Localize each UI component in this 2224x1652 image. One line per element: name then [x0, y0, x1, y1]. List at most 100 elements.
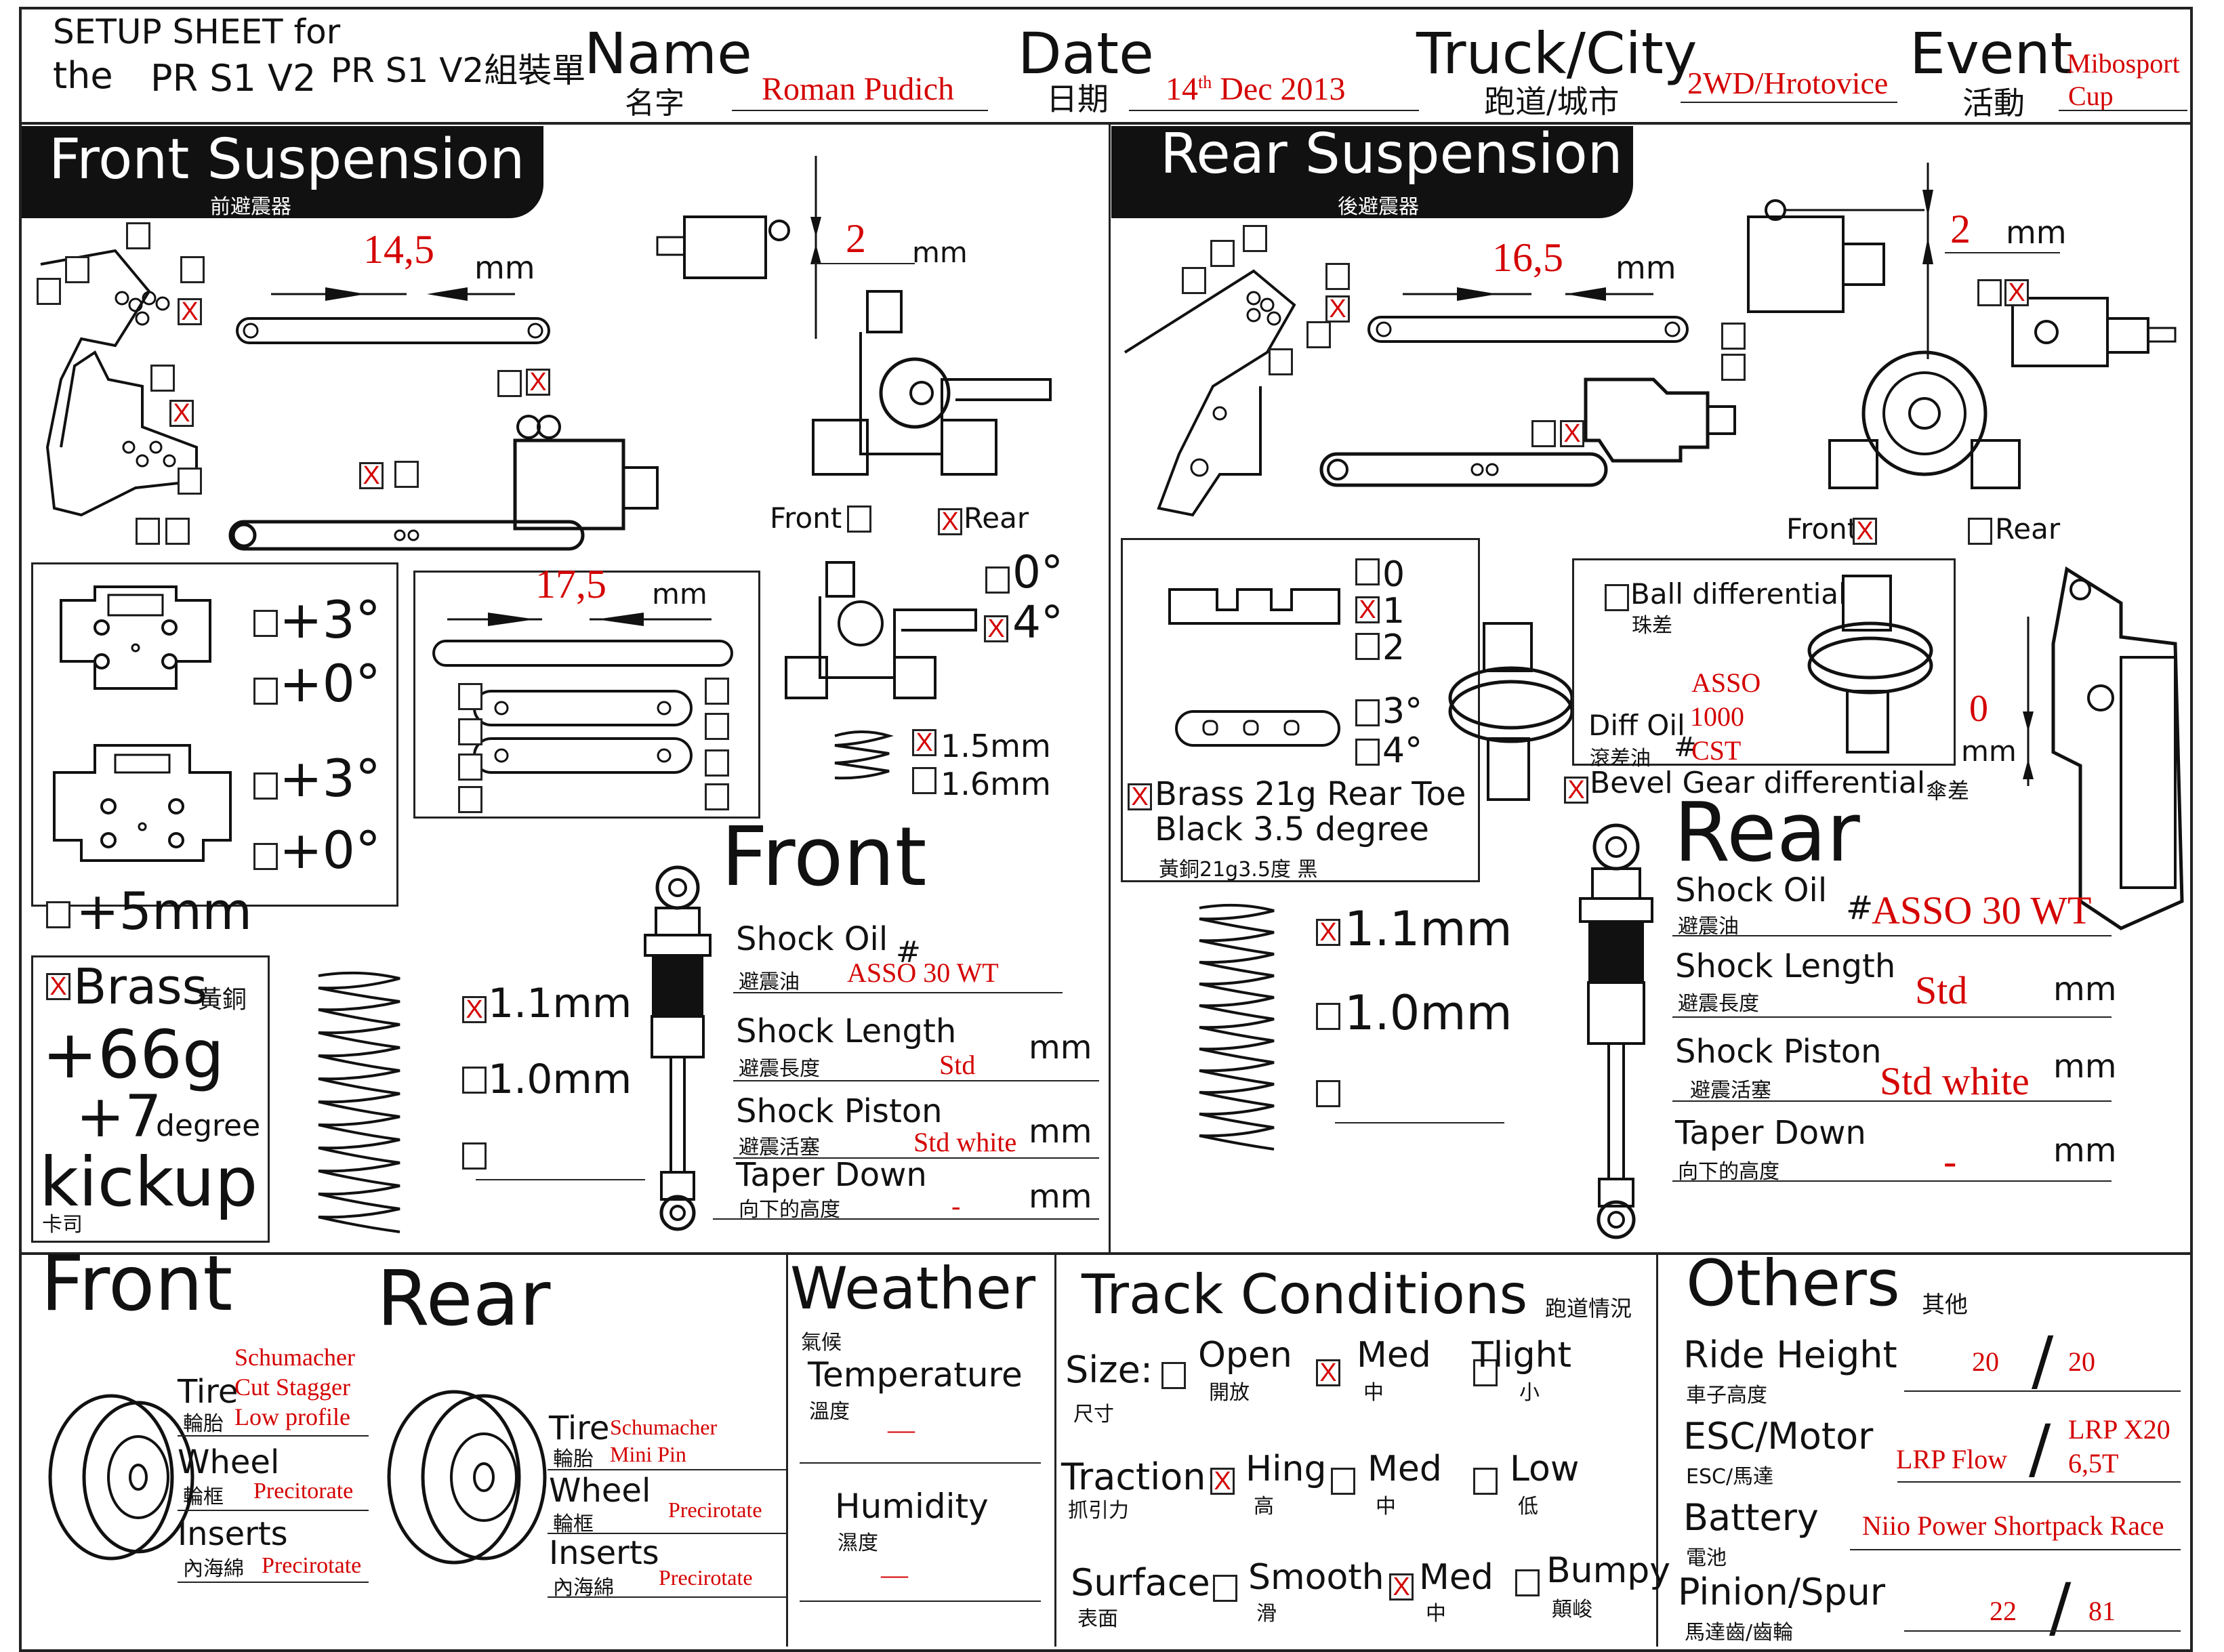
rear-toe-3-checkbox[interactable]	[1355, 699, 1380, 726]
rear-ball-diff-checkbox[interactable]	[1605, 584, 1629, 611]
rear-tower-hole-checkbox-2[interactable]	[1182, 267, 1206, 294]
ride-height-rear-value[interactable]: 20	[2068, 1346, 2095, 1377]
front-shock-oil-value[interactable]: ASSO 30 WT	[847, 957, 999, 988]
track-size-tight-checkbox[interactable]	[1473, 1359, 1498, 1386]
front-toe-checkbox-2[interactable]	[253, 678, 278, 705]
rear-tire-value-2[interactable]: Mini Pin	[610, 1442, 686, 1466]
rear-arm-pin-checkbox-selected[interactable]: X	[1560, 420, 1584, 447]
motor-value-1[interactable]: LRP X20	[2068, 1414, 2170, 1445]
front-tower-hole-checkbox-5[interactable]	[150, 365, 175, 392]
front-steer-hole-checkbox-2[interactable]	[458, 718, 482, 745]
pinion-value[interactable]: 22	[1990, 1596, 2017, 1626]
front-tower-hole-checkbox-selected[interactable]: X	[178, 298, 202, 325]
rear-tower-hole-checkbox-5[interactable]	[1306, 321, 1331, 348]
front-inserts-value[interactable]: Precirotate	[262, 1553, 362, 1578]
truck-value[interactable]: 2WD/Hrotovice	[1687, 66, 1889, 100]
rear-hub-front-checkbox[interactable]: X	[1853, 518, 1877, 545]
front-brass-checkbox[interactable]: X	[46, 973, 70, 1000]
rear-spring-10-checkbox[interactable]	[1316, 1003, 1340, 1030]
rear-inserts-value[interactable]: Precirotate	[659, 1565, 753, 1590]
front-arm-top-checkbox-1[interactable]	[497, 370, 522, 397]
front-tower-hole-checkbox-3[interactable]	[126, 222, 150, 249]
humidity-value[interactable]: —	[881, 1559, 908, 1590]
rear-shock-length-value[interactable]: Std	[1915, 968, 1968, 1012]
front-spring-custom-checkbox[interactable]	[462, 1142, 487, 1170]
front-arm-pin-checkbox-selected[interactable]: X	[359, 462, 384, 489]
rear-tower-hole-checkbox-4[interactable]	[1325, 263, 1350, 290]
track-surface-med-checkbox[interactable]: X	[1389, 1573, 1414, 1601]
track-surface-bumpy-checkbox[interactable]	[1515, 1569, 1540, 1596]
front-steer-hole-checkbox-1[interactable]	[458, 683, 482, 710]
motor-value-2[interactable]: 6,5T	[2068, 1448, 2119, 1479]
front-steer-hole-checkbox-5[interactable]	[705, 678, 729, 705]
rear-camber-link-length[interactable]: 16,5	[1492, 235, 1563, 280]
rear-camber-gap-value[interactable]: 2	[1950, 207, 1971, 251]
spur-value[interactable]: 81	[2088, 1596, 2116, 1626]
front-tire-value-2[interactable]: Cut Stagger	[234, 1374, 350, 1401]
front-upright-front-checkbox[interactable]	[847, 505, 871, 533]
rear-diff-oil-value-1[interactable]: ASSO	[1691, 667, 1761, 698]
front-tower-low-checkbox-2[interactable]	[136, 518, 160, 545]
front-taper-value[interactable]: -	[951, 1191, 961, 1221]
rear-tire-value-1[interactable]: Schumacher	[610, 1415, 718, 1439]
front-upright-rear-checkbox[interactable]: X	[938, 508, 962, 535]
rear-arm-pin-checkbox-1[interactable]	[1531, 420, 1556, 447]
front-wheel-value[interactable]: Precitorate	[253, 1479, 354, 1504]
ride-height-front-value[interactable]: 20	[1972, 1346, 1999, 1377]
front-spring-10-checkbox[interactable]	[462, 1067, 487, 1094]
front-camber-gap-value[interactable]: 2	[846, 216, 866, 261]
rear-upright-checkbox-selected[interactable]: X	[2004, 279, 2029, 306]
rear-taper-value[interactable]: -	[1943, 1139, 1957, 1183]
rear-bevel-diff-checkbox[interactable]: X	[1564, 777, 1588, 804]
esc-value[interactable]: LRP Flow	[1896, 1444, 2008, 1474]
front-shock-piston-value[interactable]: Std white	[913, 1127, 1017, 1157]
front-tower-low-checkbox-1[interactable]	[178, 468, 202, 495]
track-size-med-checkbox[interactable]: X	[1316, 1359, 1340, 1386]
front-spring-11-checkbox[interactable]: X	[462, 996, 487, 1023]
front-toe-checkbox-3[interactable]	[253, 772, 278, 800]
battery-value[interactable]: Niio Power Shortpack Race	[1862, 1510, 2164, 1541]
rear-diff-oil-value-2[interactable]: 1000	[1690, 701, 1744, 732]
rear-tower-hole-checkbox-1[interactable]	[1210, 240, 1235, 267]
front-caster-4-checkbox[interactable]: X	[984, 615, 1008, 642]
rear-toe-1-checkbox[interactable]: X	[1355, 596, 1380, 623]
front-steer-hole-checkbox-4[interactable]	[458, 786, 482, 813]
rear-toe-0-checkbox[interactable]	[1355, 558, 1380, 585]
track-traction-low-checkbox[interactable]	[1473, 1468, 1498, 1495]
rear-brass-toe-checkbox[interactable]: X	[1128, 783, 1152, 810]
track-size-open-checkbox[interactable]	[1161, 1362, 1186, 1389]
front-tower-low-checkbox-3[interactable]	[165, 518, 190, 545]
name-value[interactable]: Roman Pudich	[762, 71, 954, 107]
rear-spring-custom-checkbox[interactable]	[1316, 1080, 1340, 1107]
rear-carrier-checkbox-2[interactable]	[1721, 354, 1746, 381]
rear-tower-hole-checkbox-3[interactable]	[1243, 225, 1267, 252]
track-traction-hing-checkbox[interactable]: X	[1210, 1468, 1235, 1495]
front-steering-length[interactable]: 17,5	[535, 562, 606, 606]
event-value-line2[interactable]: Cup	[2068, 81, 2114, 111]
rear-hub-rear-checkbox[interactable]	[1968, 518, 1992, 545]
front-spring-16-checkbox[interactable]	[912, 767, 936, 794]
front-tire-value-3[interactable]: Low profile	[234, 1403, 350, 1430]
rear-carrier-checkbox-1[interactable]	[1721, 323, 1746, 350]
front-steer-hole-checkbox-7[interactable]	[705, 749, 729, 777]
rear-shock-oil-value[interactable]: ASSO 30 WT	[1872, 888, 2092, 932]
front-tower-hole-checkbox-4[interactable]	[180, 256, 205, 283]
front-arm-pin-checkbox-1[interactable]	[394, 461, 419, 488]
front-tire-value-1[interactable]: Schumacher	[234, 1344, 355, 1371]
rear-upright-checkbox-1[interactable]	[1977, 279, 2002, 306]
rear-diff-oil-value-3[interactable]: CST	[1691, 735, 1742, 766]
rear-diff-gap-value[interactable]: 0	[1969, 688, 1988, 730]
rear-toe-2-checkbox[interactable]	[1355, 633, 1380, 660]
rear-shock-piston-value[interactable]: Std white	[1880, 1059, 2030, 1103]
front-toe-checkbox-1[interactable]	[253, 610, 278, 637]
front-plus5-checkbox[interactable]	[46, 901, 70, 928]
rear-wheel-value[interactable]: Precirotate	[668, 1498, 762, 1522]
date-value[interactable]: 14th Dec 2013	[1166, 70, 1346, 108]
front-steer-hole-checkbox-3[interactable]	[458, 753, 482, 781]
front-steer-hole-checkbox-8[interactable]	[705, 783, 729, 810]
rear-tower-hole-checkbox-6[interactable]	[1269, 348, 1293, 375]
front-tower-hole-checkbox-2[interactable]	[37, 278, 61, 305]
rear-toe-4-checkbox[interactable]	[1355, 739, 1380, 766]
event-value-line1[interactable]: Mibosport	[2067, 48, 2180, 79]
front-camber-link-length[interactable]: 14,5	[363, 227, 434, 272]
